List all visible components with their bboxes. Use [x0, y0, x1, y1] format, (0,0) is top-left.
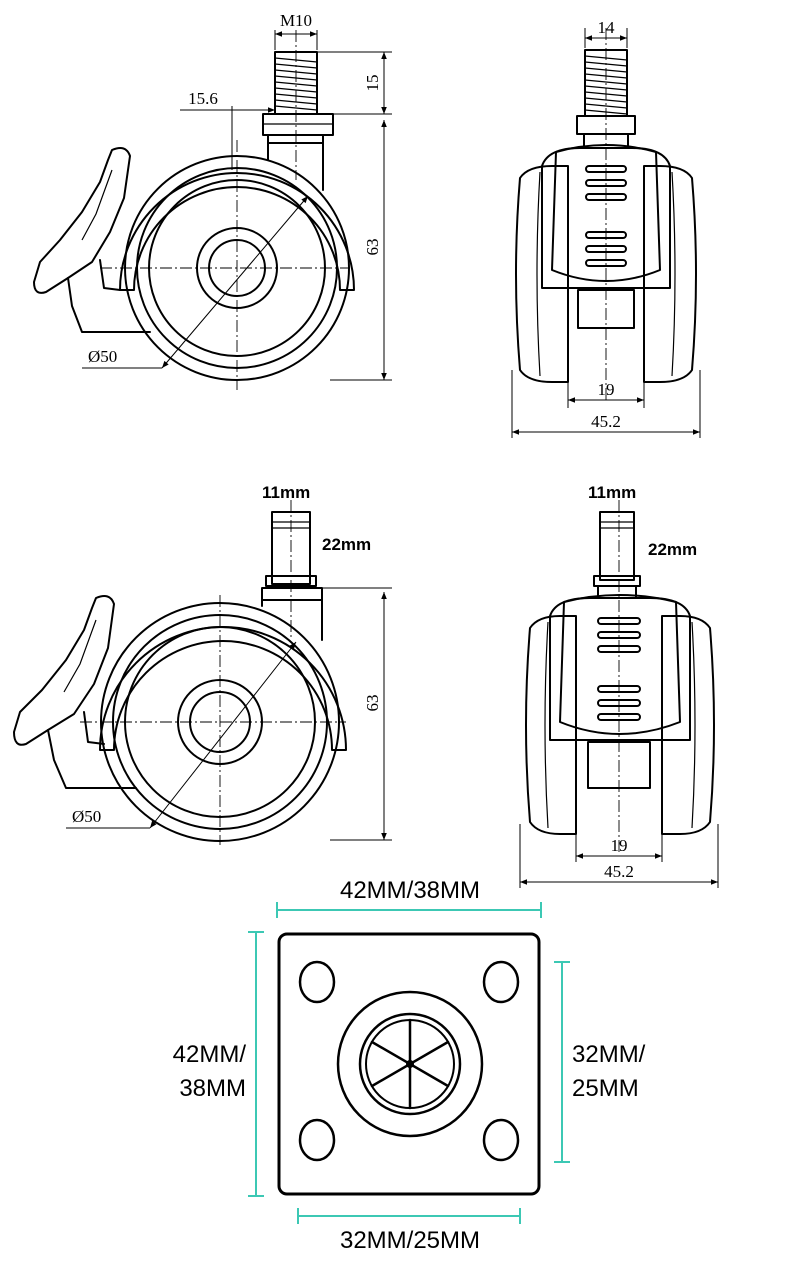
mounting-plate-view: 42MM/38MM 42MM/ 38MM 32MM/ 25MM 32MM/25M…: [173, 877, 646, 1254]
thread-size-label: M10: [280, 11, 312, 30]
hole-spacing-height-label-line2: 25MM: [572, 1075, 639, 1102]
front-view-grip-ring-stem: 11mm 22mm 19 45.2: [519, 483, 719, 888]
height-label: 63: [363, 695, 382, 712]
wheel-diameter-label: Ø50: [72, 807, 101, 826]
stem-diameter-label: 11mm: [588, 483, 636, 502]
hole-spacing-width-label: 32MM/25MM: [340, 1227, 480, 1254]
side-view-threaded-stem: M10 15 15.6 63 Ø50: [33, 11, 392, 390]
grip-ring-stem: [593, 511, 641, 599]
hole-spacing-height-label-line1: 32MM/: [572, 1041, 646, 1068]
wheel-diameter-label: Ø50: [88, 347, 117, 366]
inner-width-label: 19: [598, 380, 615, 399]
inner-width-label: 19: [611, 836, 628, 855]
plate-height-label-line1: 42MM/: [173, 1041, 247, 1068]
plate-height-label-line2: 38MM: [179, 1075, 246, 1102]
side-view-grip-ring-stem: 11mm 22mm 63 Ø50: [13, 483, 392, 845]
stem-length-label: 22mm: [648, 540, 697, 559]
height-label: 63: [363, 239, 382, 256]
stem-length-label: 22mm: [322, 535, 371, 554]
center-socket: [336, 990, 484, 1138]
offset-label: 15.6: [188, 89, 218, 108]
stem-diameter-label: 11mm: [262, 483, 310, 502]
thread-length-label: 15: [363, 75, 382, 92]
outer-width-label: 45.2: [604, 862, 634, 881]
plate-width-label: 42MM/38MM: [340, 877, 480, 904]
mounting-holes: [298, 960, 520, 1162]
outer-width-label: 45.2: [591, 412, 621, 431]
brake-lever: [33, 147, 151, 333]
threaded-stem: [262, 51, 334, 136]
stem-width-label: 14: [598, 18, 616, 37]
front-view-threaded-stem: 14 19 45.2: [511, 18, 701, 438]
